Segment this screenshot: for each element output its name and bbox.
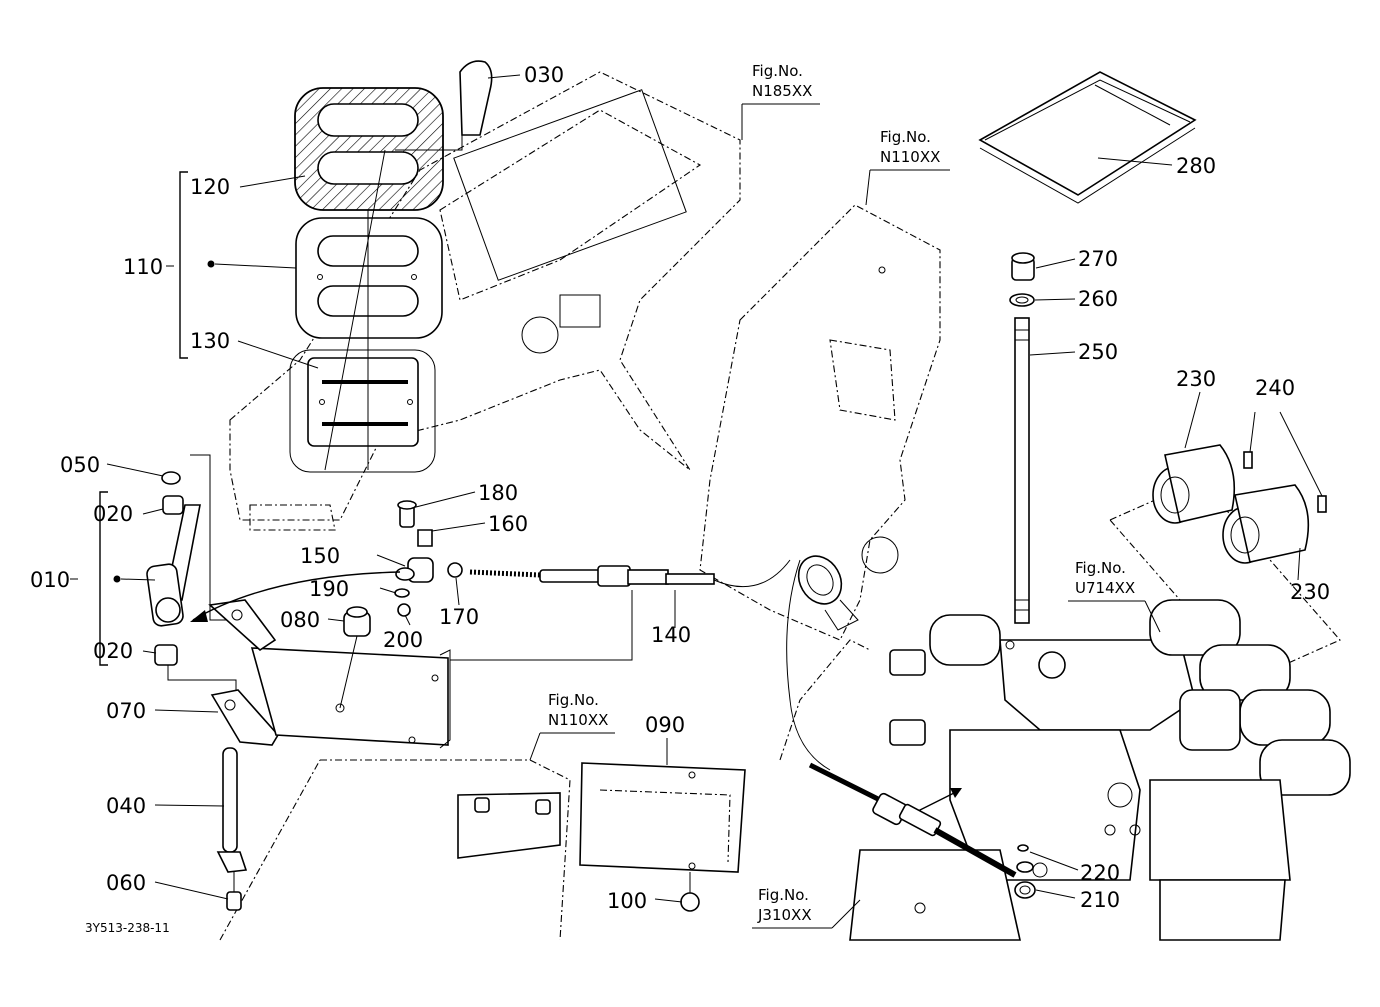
diagram-code: 3Y513-238-11 [85, 921, 170, 935]
part-label: 200 [383, 628, 423, 652]
part-label: 250 [1078, 340, 1118, 364]
figure-ref-j310xx: Fig.No. J310XX [752, 886, 861, 929]
lever-guide-plate-130 [289, 349, 436, 473]
part-label: 280 [1176, 154, 1216, 178]
part-label: 060 [106, 871, 146, 895]
stud-bolt-assembly [1009, 252, 1035, 624]
figure-ref-n110xx-bottom: Fig.No. N110XX [529, 691, 615, 761]
part-label: 150 [300, 544, 340, 568]
figure-ref-title: Fig.No. [758, 886, 809, 904]
part-label: 230 [1176, 367, 1216, 391]
valve-covers-230 [1109, 411, 1341, 681]
control-valve-block [849, 599, 1351, 941]
cable-end-210 [808, 762, 1036, 899]
part-label: 040 [106, 794, 146, 818]
part-label: 230 [1290, 580, 1330, 604]
nut-080 [339, 606, 371, 709]
console-panel-outline [229, 71, 741, 531]
figure-ref-u714xx: Fig.No. U714XX [1068, 559, 1161, 633]
part-label: 020 [93, 639, 133, 663]
figure-ref-code: J310XX [757, 906, 812, 924]
figure-ref-code: N110XX [548, 711, 608, 729]
bracket-070 [208, 599, 451, 749]
part-label: 260 [1078, 287, 1118, 311]
part-label: 110 [123, 255, 163, 279]
lever-arm-010 [146, 454, 237, 692]
part-label: 120 [190, 175, 230, 199]
part-label: 180 [478, 481, 518, 505]
brackets [99, 171, 215, 666]
part-label: 070 [106, 699, 146, 723]
figure-ref-code: U714XX [1075, 579, 1135, 597]
control-lever [324, 60, 493, 471]
part-label: 210 [1080, 888, 1120, 912]
figure-ref-code: N185XX [752, 82, 812, 100]
part-label: 010 [30, 568, 70, 592]
part-label: 130 [190, 329, 230, 353]
part-label: 080 [280, 608, 320, 632]
part-label: 190 [309, 577, 349, 601]
operators-manual-280 [978, 71, 1197, 204]
cover-090 [457, 762, 746, 912]
part-label: 170 [439, 605, 479, 629]
part-label: 140 [651, 623, 691, 647]
figure-ref-n110xx-top: Fig.No. N110XX [865, 128, 950, 206]
figure-ref-code: N110XX [880, 148, 940, 166]
pin-040 [216, 747, 248, 911]
figure-ref-title: Fig.No. [880, 128, 931, 146]
figure-ref-title: Fig.No. [752, 62, 803, 80]
lever-guide-110 [295, 217, 443, 339]
part-label: 030 [524, 63, 564, 87]
part-label: 160 [488, 512, 528, 536]
part-label: 240 [1255, 376, 1295, 400]
cover-panel-outline [699, 204, 941, 641]
clevis-assembly [190, 500, 463, 622]
cable-end-fitting [786, 555, 859, 771]
part-label: 090 [645, 713, 685, 737]
figure-ref-title: Fig.No. [1075, 559, 1126, 577]
figure-ref-title: Fig.No. [548, 691, 599, 709]
part-label: 270 [1078, 247, 1118, 271]
figure-ref-n185xx: Fig.No. N185XX [741, 62, 820, 140]
leader-lines [106, 74, 1301, 903]
part-label: 100 [607, 889, 647, 913]
part-label: 050 [60, 453, 100, 477]
shift-cable-140 [450, 559, 791, 661]
part-label: 020 [93, 502, 133, 526]
part-label: 220 [1080, 861, 1120, 885]
part-labels: 030 120 110 130 050 020 010 020 070 040 … [30, 63, 1330, 913]
lever-guide-cover-120 [294, 87, 444, 211]
